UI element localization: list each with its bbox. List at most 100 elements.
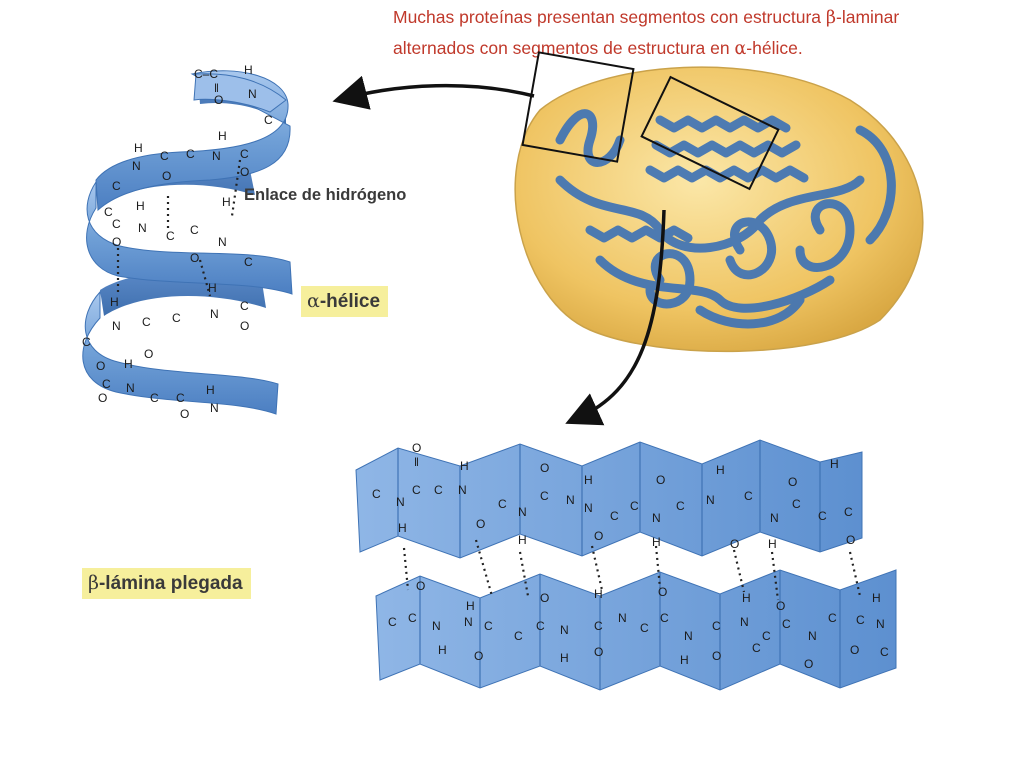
svg-text:N: N xyxy=(212,149,221,163)
svg-text:C: C xyxy=(264,113,273,127)
svg-text:C: C xyxy=(676,499,685,513)
svg-text:O: O xyxy=(776,599,785,613)
svg-text:C: C xyxy=(176,391,185,405)
svg-text:C: C xyxy=(640,621,649,635)
caption: Muchas proteínas presentan segmentos con… xyxy=(393,2,1013,64)
svg-text:N: N xyxy=(770,511,779,525)
svg-text:C: C xyxy=(752,641,761,655)
svg-text:O: O xyxy=(850,643,859,657)
svg-text:C: C xyxy=(828,611,837,625)
alpha-symbol: α xyxy=(734,39,747,59)
svg-text:O: O xyxy=(474,649,483,663)
svg-text:C: C xyxy=(762,629,771,643)
svg-text:C: C xyxy=(434,483,443,497)
svg-text:N: N xyxy=(248,87,257,101)
svg-text:O: O xyxy=(240,319,249,333)
svg-text:C: C xyxy=(240,299,249,313)
svg-text:H: H xyxy=(124,357,133,371)
svg-text:N: N xyxy=(126,381,135,395)
svg-text:O: O xyxy=(190,251,199,265)
svg-text:C: C xyxy=(104,205,113,219)
svg-text:O: O xyxy=(98,391,107,405)
svg-text:C: C xyxy=(408,611,417,625)
svg-text:N: N xyxy=(618,611,627,625)
svg-text:H: H xyxy=(206,383,215,397)
svg-text:C: C xyxy=(792,497,801,511)
arrow-to-sheet xyxy=(565,209,666,426)
svg-text:H: H xyxy=(218,129,227,143)
protein-globule xyxy=(514,51,924,353)
svg-text:H: H xyxy=(460,459,469,473)
svg-text:H: H xyxy=(594,587,603,601)
svg-text:O: O xyxy=(804,657,813,671)
caption-line-2: alternados con segmentos de estructura e… xyxy=(393,38,803,59)
svg-text:O: O xyxy=(162,169,171,183)
svg-text:N: N xyxy=(218,235,227,249)
alpha-symbol: α xyxy=(307,290,320,312)
svg-text:C: C xyxy=(610,509,619,523)
arrow-to-helix xyxy=(332,75,535,110)
svg-text:O: O xyxy=(240,165,249,179)
svg-text:C: C xyxy=(818,509,827,523)
svg-text:C: C xyxy=(412,483,421,497)
alpha-helix-label: α-hélice xyxy=(301,286,389,317)
svg-text:C: C xyxy=(102,377,111,391)
beta-symbol: β xyxy=(88,572,99,594)
svg-text:H: H xyxy=(716,463,725,477)
svg-text:C: C xyxy=(498,497,507,511)
svg-text:O: O xyxy=(112,235,121,249)
svg-text:O: O xyxy=(730,537,739,551)
svg-text:‖: ‖ xyxy=(414,455,419,469)
svg-text:N: N xyxy=(808,629,817,643)
svg-text:N: N xyxy=(740,615,749,629)
hydrogen-bond-label: Enlace de hidrógeno xyxy=(244,186,407,204)
svg-text:N: N xyxy=(210,401,219,415)
svg-text:‖: ‖ xyxy=(214,81,219,95)
beta-sheet-label: β-lámina plegada xyxy=(82,568,251,599)
svg-text:C: C xyxy=(594,619,603,633)
svg-text:O: O xyxy=(540,461,549,475)
svg-text:H: H xyxy=(398,521,407,535)
caption-line-1: Muchas proteínas presentan segmentos con… xyxy=(393,7,900,28)
svg-text:C: C xyxy=(844,505,853,519)
svg-text:O: O xyxy=(540,591,549,605)
svg-text:C: C xyxy=(744,489,753,503)
svg-text:N: N xyxy=(560,623,569,637)
svg-text:O: O xyxy=(658,585,667,599)
svg-text:C: C xyxy=(112,217,121,231)
svg-text:O: O xyxy=(416,579,425,593)
svg-text:C: C xyxy=(540,489,549,503)
svg-text:H: H xyxy=(244,63,253,77)
svg-text:C: C xyxy=(160,149,169,163)
svg-text:O: O xyxy=(656,473,665,487)
svg-text:C: C xyxy=(630,499,639,513)
svg-text:C: C xyxy=(244,255,253,269)
svg-text:H: H xyxy=(830,457,839,471)
svg-text:N: N xyxy=(876,617,885,631)
svg-text:O: O xyxy=(214,93,223,107)
svg-text:H: H xyxy=(680,653,689,667)
svg-text:C–C: C–C xyxy=(194,67,218,81)
svg-text:O: O xyxy=(594,645,603,659)
svg-text:O: O xyxy=(788,475,797,489)
svg-text:N: N xyxy=(432,619,441,633)
svg-text:H: H xyxy=(136,199,145,213)
svg-text:H: H xyxy=(652,535,661,549)
svg-text:H: H xyxy=(110,295,119,309)
svg-text:N: N xyxy=(566,493,575,507)
svg-text:O: O xyxy=(96,359,105,373)
svg-text:C: C xyxy=(142,315,151,329)
beta-symbol: β xyxy=(825,8,837,28)
svg-text:C: C xyxy=(388,615,397,629)
svg-text:O: O xyxy=(144,347,153,361)
svg-text:N: N xyxy=(684,629,693,643)
svg-text:H: H xyxy=(560,651,569,665)
svg-text:N: N xyxy=(458,483,467,497)
svg-text:O: O xyxy=(712,649,721,663)
svg-text:C: C xyxy=(82,335,91,349)
svg-text:N: N xyxy=(464,615,473,629)
svg-text:N: N xyxy=(584,501,593,515)
svg-text:C: C xyxy=(712,619,721,633)
